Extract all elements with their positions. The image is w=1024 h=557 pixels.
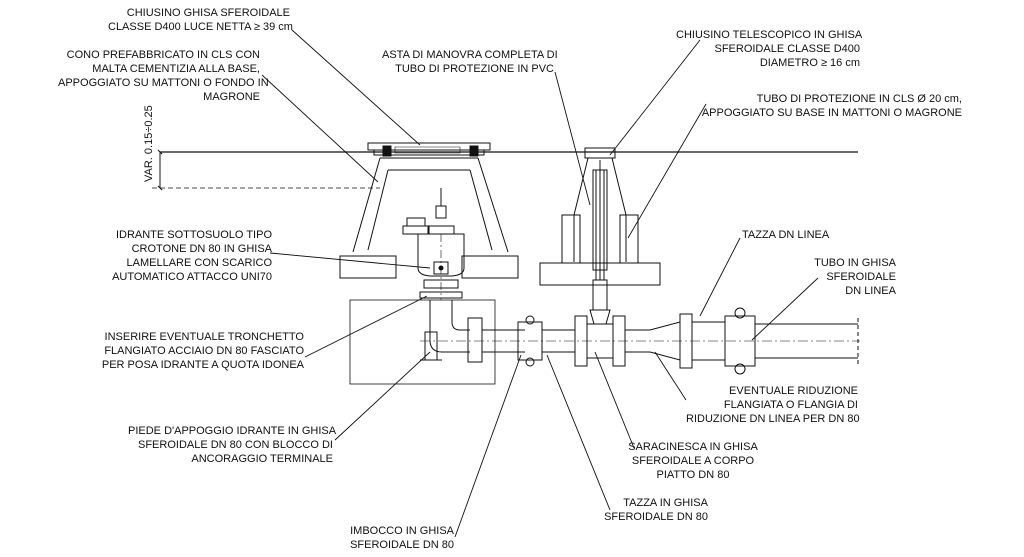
- leader-lines: [261, 29, 819, 538]
- label-imbocco: IMBOCCO IN GHISA SFEROIDALE DN 80: [350, 525, 454, 551]
- label-saracinesca: SARACINESCA IN GHISA SFEROIDALE A CORPO …: [628, 441, 758, 481]
- pipe-dn80: [482, 315, 575, 367]
- hydrant-body: [402, 188, 465, 300]
- label-tubo-protezione: TUBO DI PROTEZIONE IN CLS Ø 20 cm, APPOG…: [701, 93, 962, 119]
- var-dimension: [152, 149, 380, 191]
- label-tazza-dn80: TAZZA IN GHISA SFEROIDALE DN 80: [604, 497, 708, 523]
- label-idrante: IDRANTE SOTTOSUOLO TIPO CROTONE DN 80 IN…: [112, 229, 272, 283]
- hydrant-foot-elbow: [420, 300, 483, 363]
- telescopic-manhole: [539, 147, 661, 286]
- label-chiusino-ghisa: CHIUSINO GHISA SFEROIDALE CLASSE D400 LU…: [108, 7, 293, 33]
- hydrant-manhole-cone: [339, 142, 519, 279]
- label-tazza-dn-linea: TAZZA DN LINEA: [742, 229, 830, 241]
- reducer-and-line-pipe: [625, 307, 859, 375]
- label-chiusino-telescopico: CHIUSINO TELESCOPICO IN GHISA SFEROIDALE…: [676, 29, 863, 69]
- label-asta-manovra: ASTA DI MANOVRA COMPLETA DI TUBO DI PROT…: [382, 49, 558, 75]
- concrete-anchor-block: [349, 299, 496, 385]
- label-tubo-ghisa: TUBO IN GHISA SFEROIDALE DN LINEA: [814, 257, 896, 297]
- label-cono-prefabbricato: CONO PREFABBRICATO IN CLS CON MALTA CEME…: [58, 49, 269, 103]
- gate-valve: [574, 160, 626, 367]
- label-piede: PIEDE D'APPOGGIO IDRANTE IN GHISA SFEROI…: [128, 425, 337, 465]
- label-var-dimension: VAR. 0.15÷0.25: [143, 105, 155, 182]
- label-riduzione: EVENTUALE RIDUZIONE FLANGIATA O FLANGIA …: [686, 385, 860, 425]
- label-tronchetto: INSERIRE EVENTUALE TRONCHETTO FLANGIATO …: [101, 331, 304, 371]
